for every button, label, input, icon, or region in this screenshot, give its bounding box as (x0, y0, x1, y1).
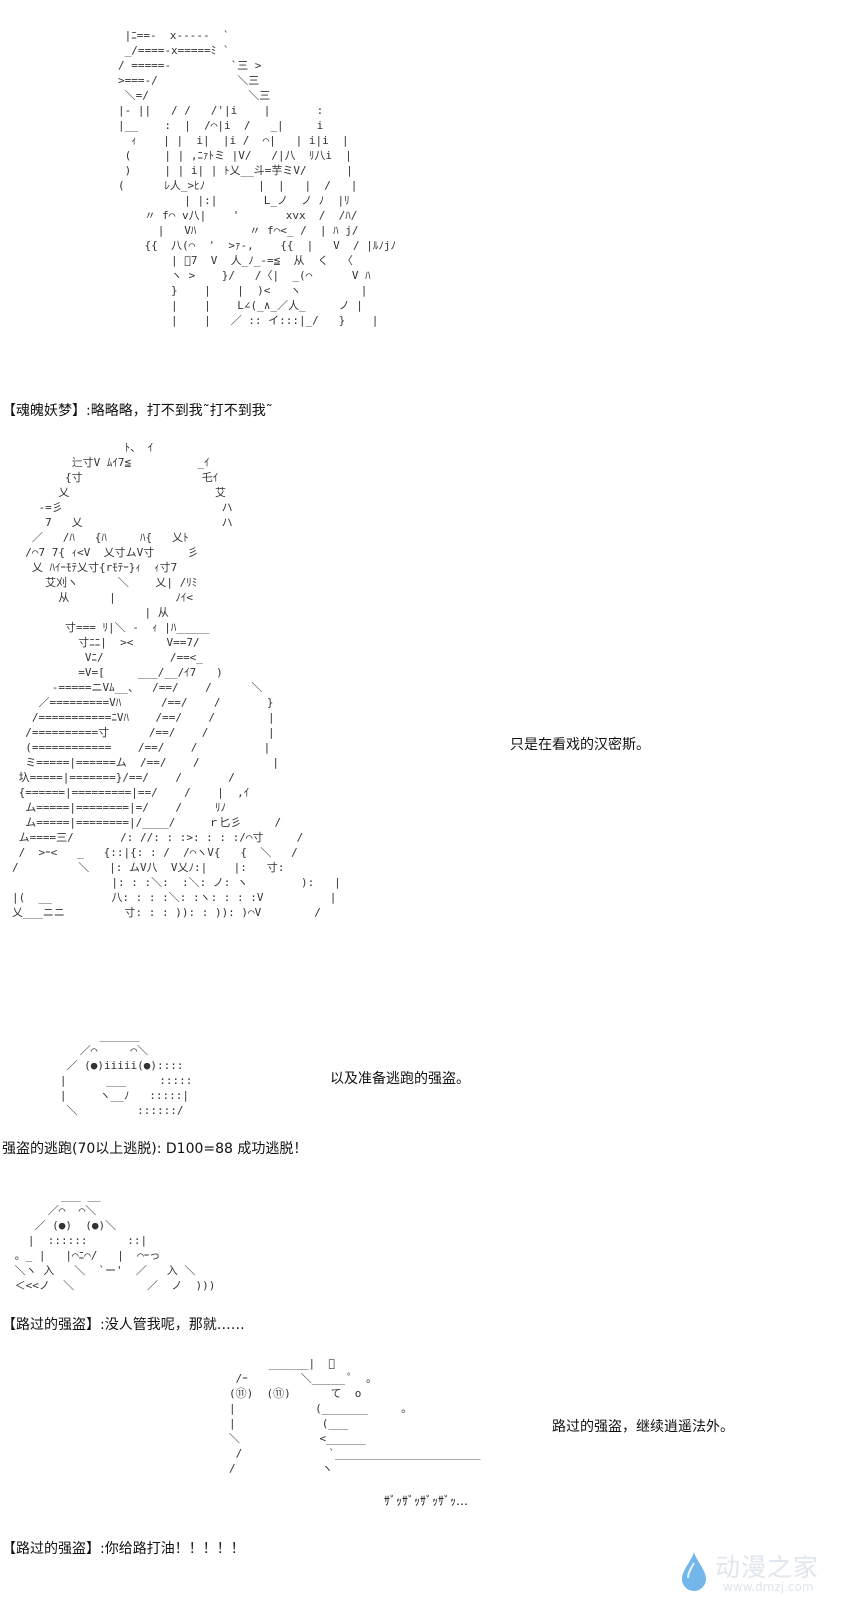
youmu-ascii-art: |ﾆ==- x----- ` _/====-x=====ﾐ ` / =====-… (118, 29, 397, 327)
hermes-ascii-art: ﾄ、 ｲ 辷寸V ﾑｲ7≦ _ｲ {寸 乇ｲ 乂 艾 -=彡 ハ 7 乂 ハ ／… (12, 441, 341, 919)
water-drop-logo-icon (682, 1552, 706, 1591)
footstep-sound-effect: ｻﾞｯｻﾞｯｻﾞｯｻﾞｯ… (384, 1494, 469, 1508)
escape-caption: 路过的强盗，继续逍遥法外。 (552, 1419, 734, 1435)
thief-ascii-art-2: ___ __ ／⌒ ⌒＼ ／ (●) (●)＼ | :::::: ::| 。_ … (14, 1189, 216, 1292)
thief-dialogue: 【路过的强盗】:没人管我呢，那就…… (2, 1317, 245, 1333)
dice-roll-result: 强盗的逃跑(70以上逃脱): D100=88 成功逃脱！ (2, 1141, 308, 1157)
thief-ascii-art-1: ______ ／⌒ ⌒＼ ／ (●)iiiii(●):::: | ___ :::… (59, 1029, 193, 1117)
watermark-name: 动漫之家 (715, 1553, 820, 1582)
thief-caption: 以及准备逃跑的强盗。 (330, 1071, 470, 1087)
watermark-url: www.dmzj.com (723, 1580, 814, 1594)
thief-final-dialogue: 【路过的强盗】:你给路打油！！！！！ (2, 1541, 245, 1557)
youmu-dialogue: 【魂魄妖梦】:略略略，打不到我˜打不到我˜ (2, 403, 273, 419)
watermark: 动漫之家 www.dmzj.com (679, 1544, 829, 1600)
thief-ascii-art-3: ______| ﾟ /ｰ ＼_____ ﾟ 。 (⑪) (⑪) て o | (_… (228, 1357, 481, 1475)
hermes-caption: 只是在看戏的汉密斯。 (510, 737, 650, 753)
